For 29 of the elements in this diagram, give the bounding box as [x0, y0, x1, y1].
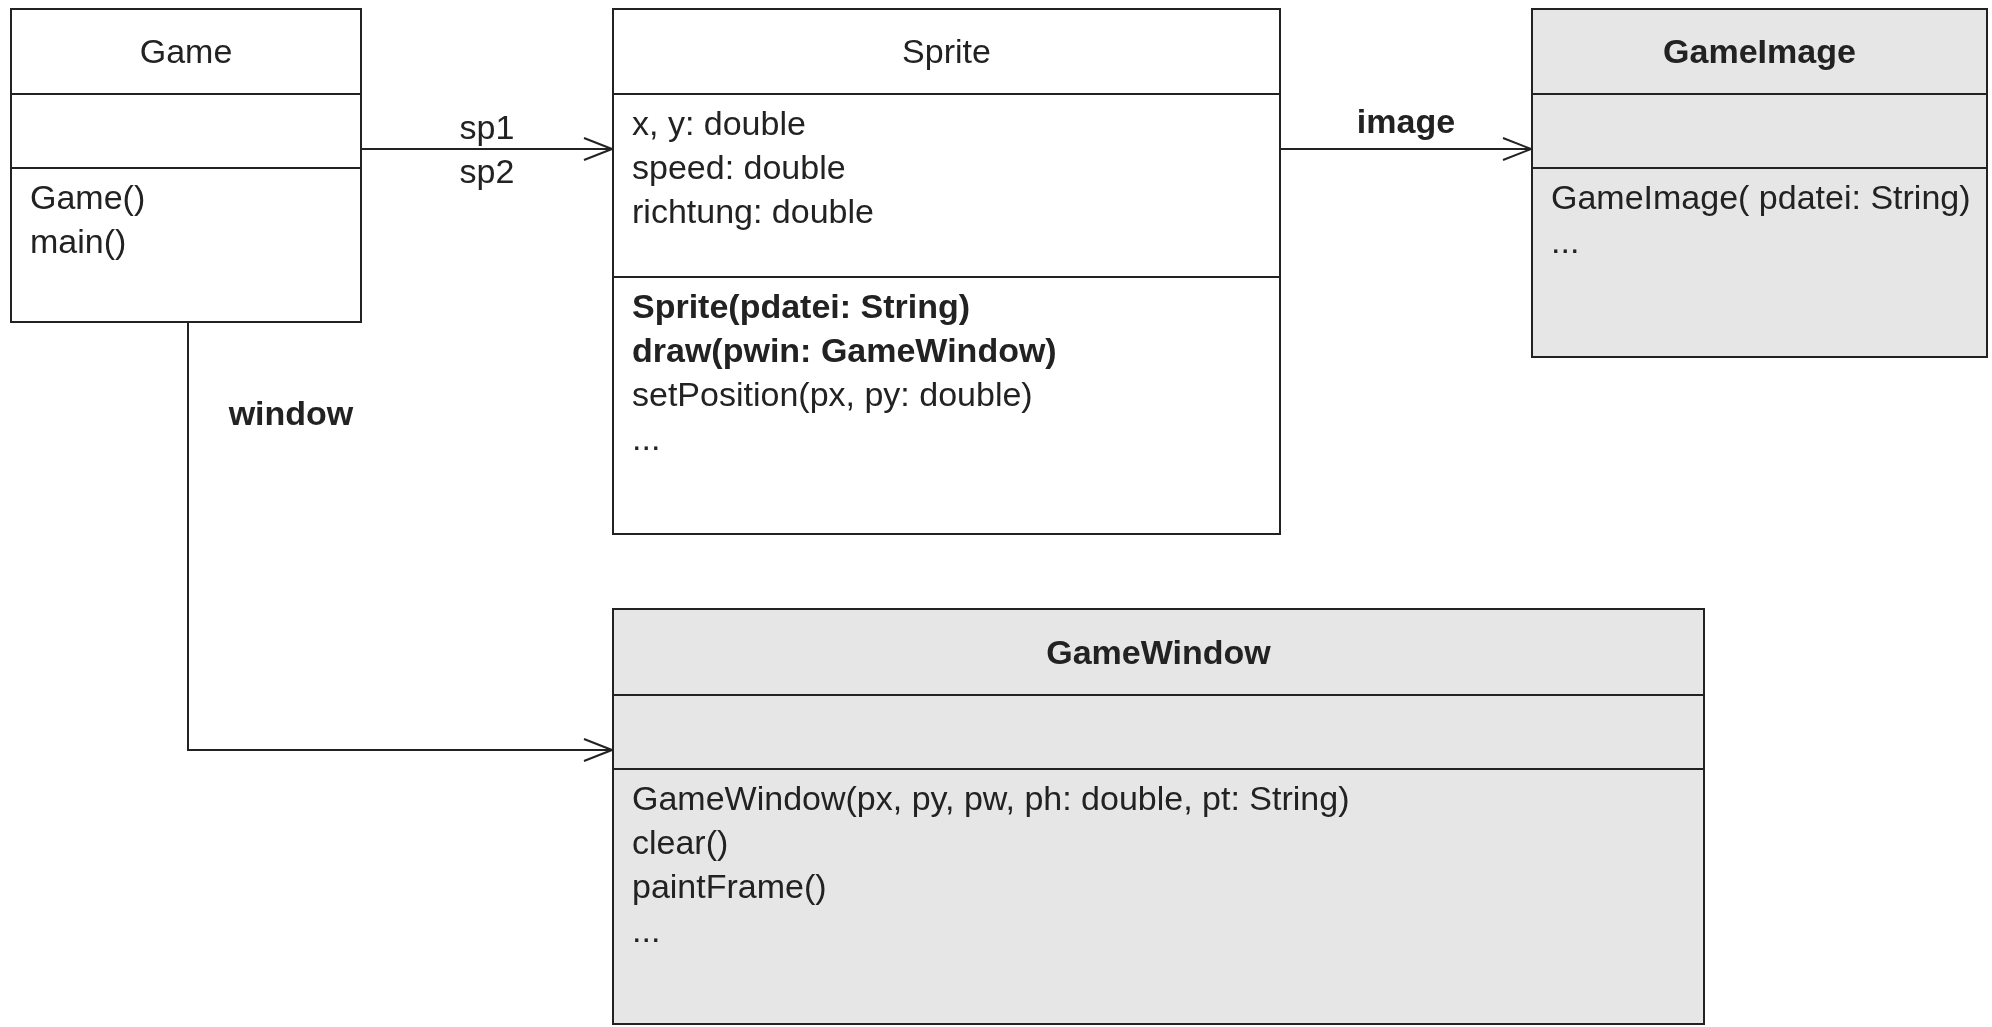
attribute-text: x, y: double [632, 103, 807, 144]
class-box [612, 608, 1705, 1025]
method-text: draw(pwin: GameWindow) [632, 330, 1058, 371]
method-text: paintFrame() [632, 866, 828, 907]
class-name: GameWindow [1046, 632, 1271, 672]
method-text: ... [1551, 221, 1581, 262]
attribute-text: richtung: double [632, 191, 875, 232]
association-arrow [1280, 137, 1532, 161]
association-arrow [361, 137, 613, 161]
method-text: GameImage( pdatei: String) [1551, 177, 1968, 218]
class-name: Sprite [902, 32, 991, 71]
class-name: Game [139, 32, 233, 71]
attribute-text: speed: double [632, 147, 847, 188]
method-text: clear() [632, 822, 730, 863]
method-text: ... [632, 418, 662, 459]
association-arrow [187, 322, 613, 762]
edge-label: sp1 sp2 [458, 107, 516, 192]
method-text: ... [632, 910, 662, 951]
class-name: GameImage [1663, 32, 1856, 71]
edge-label: image [1356, 101, 1456, 141]
method-text: Sprite(pdatei: String) [632, 286, 972, 327]
edge-label: window [228, 393, 354, 433]
method-text: main() [30, 221, 128, 262]
class-box [612, 8, 1281, 535]
method-text: setPosition(px, py: double) [632, 374, 1034, 415]
class-box [1531, 8, 1988, 358]
method-text: Game() [30, 177, 147, 218]
class-box [10, 8, 362, 323]
method-text: GameWindow(px, py, pw, ph: double, pt: String) [632, 778, 1351, 819]
